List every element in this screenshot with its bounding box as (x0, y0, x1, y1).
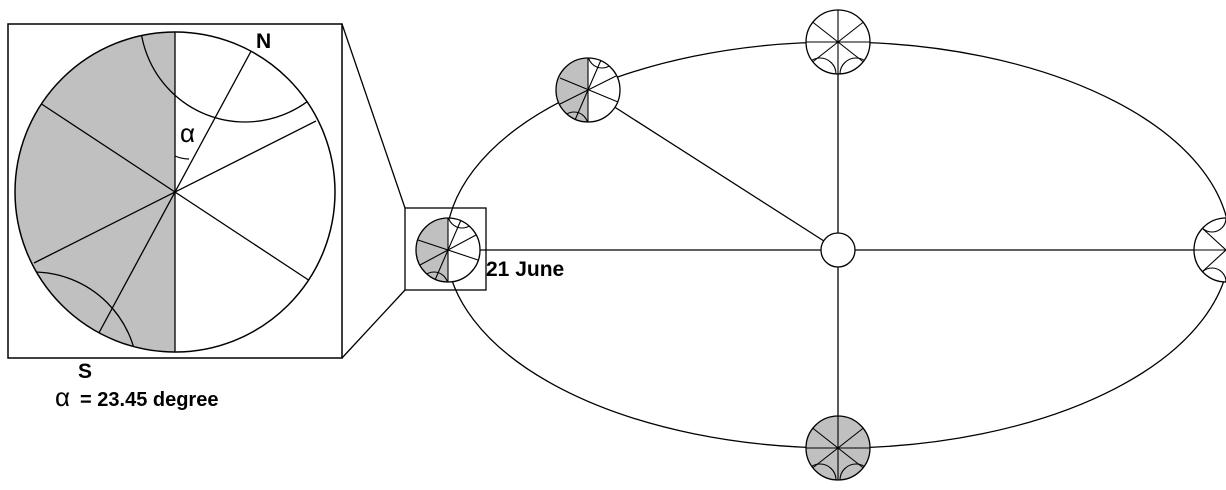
earth-21-june (410, 200, 480, 300)
zoom-connector-top (342, 24, 405, 208)
date-label: 21 June (486, 258, 564, 281)
angle-caption: α = 23.45 degree (55, 382, 218, 412)
earth-upper-left (550, 40, 620, 140)
south-pole-label: S (78, 360, 92, 383)
caption-alpha: α (55, 382, 70, 412)
sun (821, 233, 855, 267)
zoom-connector-bottom (342, 290, 405, 358)
inset-alpha-label: α (180, 118, 195, 148)
orbit-radius-line (588, 90, 838, 250)
north-pole-label: N (256, 30, 271, 53)
earth-bottom (804, 416, 872, 490)
earth-right (1194, 204, 1226, 296)
caption-text: = 23.45 degree (80, 389, 218, 411)
